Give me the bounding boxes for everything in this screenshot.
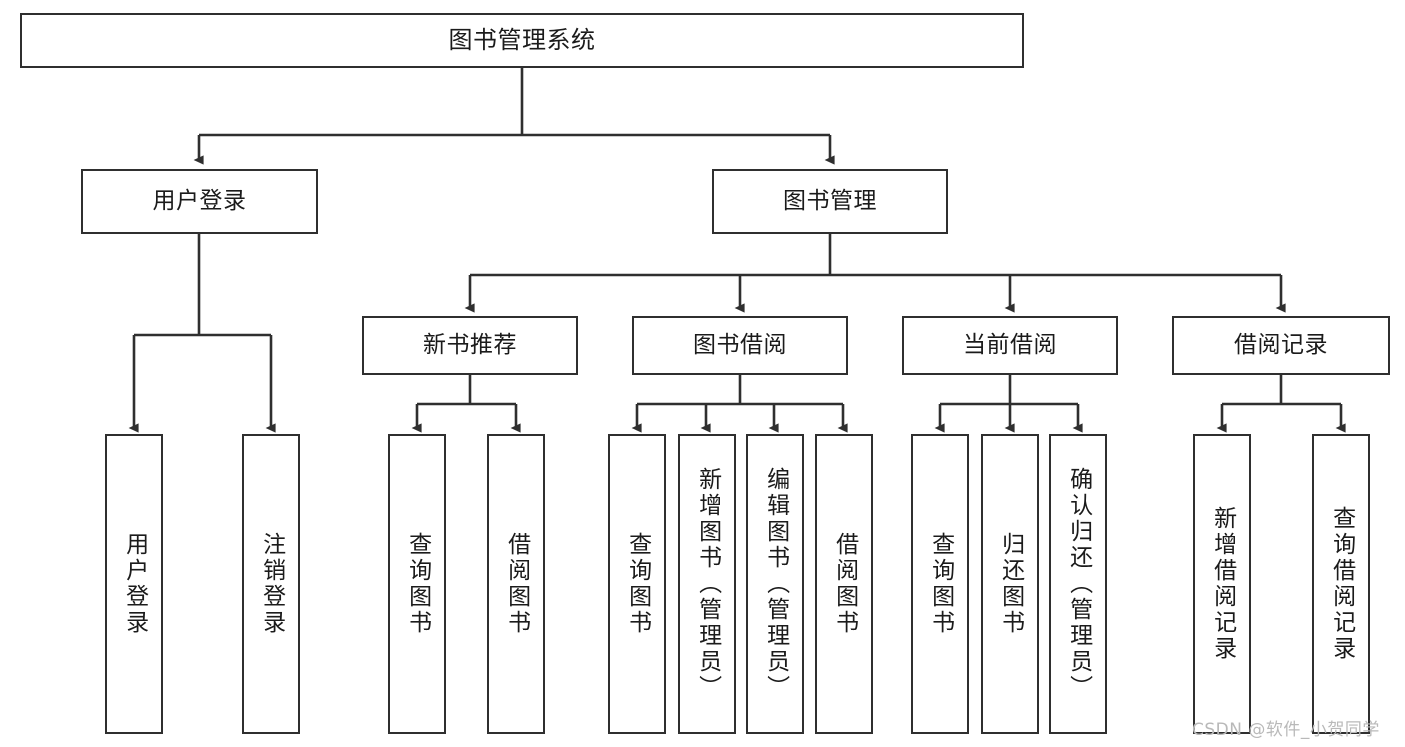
- node-user-login[interactable]: 用户登录: [81, 169, 318, 234]
- leaf-logout-login[interactable]: 注销登录: [242, 434, 300, 734]
- node-label: 编辑图书（管理员）: [762, 467, 789, 701]
- node-label: 注销登录: [258, 532, 285, 636]
- node-label: 图书管理系统: [448, 26, 596, 55]
- node-label: 图书管理: [783, 187, 877, 214]
- csdn-watermark: CSDN @软件_小贺同学: [1192, 720, 1380, 740]
- node-label: 新书推荐: [423, 331, 517, 358]
- node-label: 查询图书: [624, 532, 651, 636]
- node-label: 借阅图书: [831, 532, 858, 636]
- node-label: 新增图书（管理员）: [694, 467, 721, 701]
- node-book-borrow[interactable]: 图书借阅: [632, 316, 848, 375]
- node-label: 用户登录: [121, 532, 148, 636]
- leaf-return-book[interactable]: 归还图书: [981, 434, 1039, 734]
- leaf-query-book-borrow[interactable]: 查询图书: [608, 434, 666, 734]
- node-label: 图书借阅: [693, 331, 787, 358]
- node-label: 查询图书: [927, 532, 954, 636]
- node-borrow-record[interactable]: 借阅记录: [1172, 316, 1390, 375]
- node-label: 新增借阅记录: [1209, 506, 1236, 662]
- leaf-add-borrow-record[interactable]: 新增借阅记录: [1193, 434, 1251, 734]
- leaf-query-book-new-book[interactable]: 查询图书: [388, 434, 446, 734]
- node-current-borrow[interactable]: 当前借阅: [902, 316, 1118, 375]
- node-label: 当前借阅: [963, 331, 1057, 358]
- leaf-edit-book-admin[interactable]: 编辑图书（管理员）: [746, 434, 804, 734]
- node-label: 用户登录: [152, 187, 247, 214]
- node-label: 查询图书: [404, 532, 431, 636]
- node-new-book-recommend[interactable]: 新书推荐: [362, 316, 578, 375]
- leaf-confirm-return-admin[interactable]: 确认归还（管理员）: [1049, 434, 1107, 734]
- leaf-borrow-book-new-book[interactable]: 借阅图书: [487, 434, 545, 734]
- leaf-user-login[interactable]: 用户登录: [105, 434, 163, 734]
- leaf-borrow-book-borrow[interactable]: 借阅图书: [815, 434, 873, 734]
- node-label: 确认归还（管理员）: [1065, 467, 1092, 701]
- leaf-query-borrow-record[interactable]: 查询借阅记录: [1312, 434, 1370, 734]
- leaf-query-book-current[interactable]: 查询图书: [911, 434, 969, 734]
- leaf-add-book-admin[interactable]: 新增图书（管理员）: [678, 434, 736, 734]
- node-book-management[interactable]: 图书管理: [712, 169, 948, 234]
- node-root-book-management-system[interactable]: 图书管理系统: [20, 13, 1024, 68]
- node-label: 借阅图书: [503, 532, 530, 636]
- node-label: 查询借阅记录: [1328, 506, 1355, 662]
- node-label: 归还图书: [997, 532, 1024, 636]
- node-label: 借阅记录: [1234, 331, 1328, 358]
